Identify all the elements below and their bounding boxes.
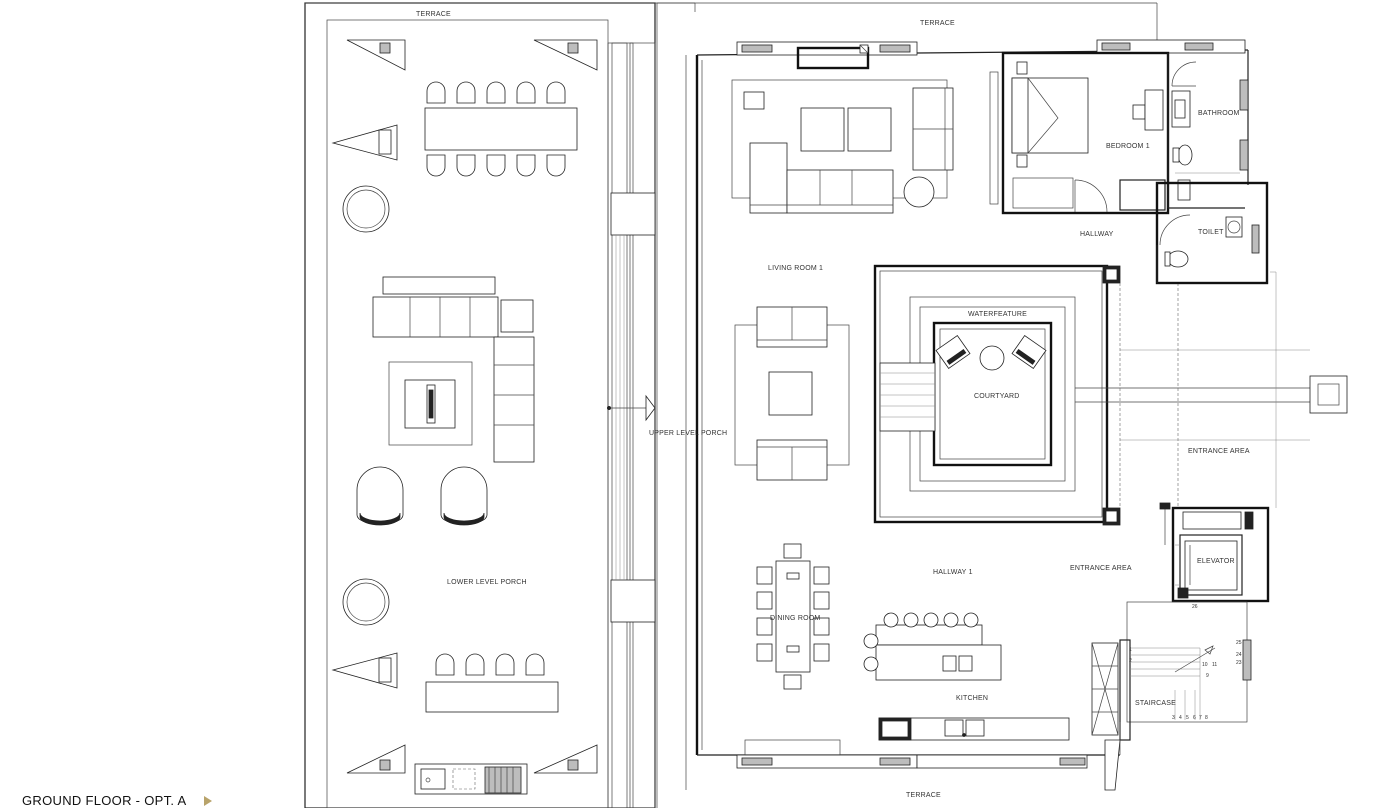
label-terrace-bottom: TERRACE [906,792,941,799]
label-bedroom-1: BEDROOM 1 [1106,143,1150,150]
label-upper-level-porch: UPPER LEVEL PORCH [649,430,727,437]
stair-number: 6 [1193,715,1196,721]
label-bathroom: BATHROOM [1198,110,1240,117]
stair-number: 9 [1206,673,1209,679]
stair-number: 2 [1129,658,1132,664]
courtyard [873,264,1121,526]
stair-number: 26 [1192,604,1198,610]
outdoor-dining [424,81,578,177]
stair-number: 7 [1199,715,1202,721]
label-terrace-top: TERRACE [920,20,955,27]
top-windows [736,39,1246,70]
stair-number: 23 [1236,660,1242,666]
stair-number: 10 [1202,662,1208,668]
stair-number: 24 [1236,652,1242,658]
staircase [1091,601,1252,791]
label-elevator: ELEVATOR [1197,558,1235,565]
stair-number: 4 [1179,715,1182,721]
round-tables [342,185,390,626]
label-living-room-1: LIVING ROOM 1 [768,265,823,272]
label-entrance-area: ENTRANCE AREA [1070,565,1132,572]
lounge-furniture [734,306,850,481]
living-room-furniture [731,79,954,214]
bedroom-suite [989,51,1249,215]
stair-number: 1 [1129,647,1132,653]
lower-bench [425,653,559,713]
label-entrance-area-right: ENTRANCE AREA [1188,448,1250,455]
label-lower-level-porch: LOWER LEVEL PORCH [447,579,527,586]
label-waterfeature: WATERFEATURE [968,311,1027,318]
stair-number: 5 [1186,715,1189,721]
entrance-walkway [1075,271,1348,508]
triangle-right-icon [204,796,212,806]
stair-number: 25 [1236,640,1242,646]
label-staircase: STAIRCASE [1135,700,1176,707]
bbq-counter [414,763,528,795]
floor-caption: GROUND FLOOR - OPT. A [22,793,187,808]
label-hallway: HALLWAY [1080,231,1114,238]
planters-left [331,39,598,774]
label-terrace-left: TERRACE [416,11,451,18]
bottom-windows [736,739,1088,769]
label-courtyard: COURTYARD [974,393,1020,400]
toilet-room [1155,181,1269,285]
stair-number: 11 [1212,662,1217,668]
label-dining-room: DINING ROOM [770,615,820,622]
stair-number: 3 [1172,715,1175,721]
elevator-core [1159,502,1270,603]
stair-number: 8 [1205,715,1208,721]
kitchen-furniture [863,612,1070,741]
label-hallway-1: HALLWAY 1 [933,569,973,576]
dining-furniture [756,543,830,690]
porch-strips [607,42,656,808]
outdoor-lounge [356,276,535,526]
label-kitchen: KITCHEN [956,695,988,702]
label-toilet: TOILET [1198,229,1224,236]
